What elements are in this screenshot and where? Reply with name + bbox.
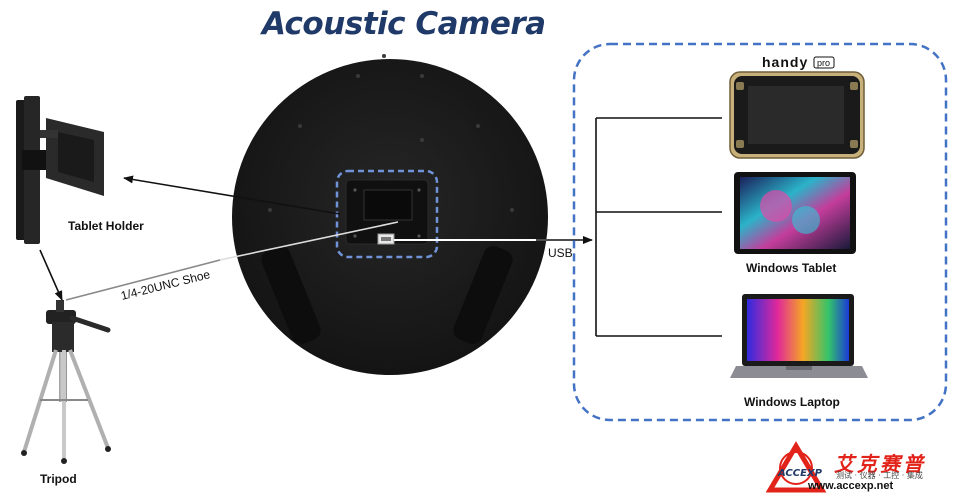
windows-laptop-device: [730, 294, 868, 378]
tripod-image: [21, 300, 111, 464]
arrow-holder-to-tripod: [39, 249, 63, 301]
watermark-cn-subtitle: 测试 · 仪器 · 工控 · 集成: [836, 471, 923, 480]
tablet-holder-image: [16, 96, 104, 244]
watermark-cn-name: 艾克赛普: [834, 452, 926, 476]
tripod-label: Tripod: [40, 472, 77, 486]
shoe-label: 1/4-20UNC Shoe: [119, 267, 211, 303]
usb-label: USB: [548, 246, 573, 260]
shoe-connector-line: [65, 259, 221, 301]
svg-text:ACCEXP: ACCEXP: [777, 468, 823, 479]
accexp-logo-image: ACCEXP: [765, 441, 827, 493]
diagram-title: Acoustic Camera: [262, 6, 546, 42]
handy-pro-badge: pro: [817, 58, 830, 68]
arrow-to-tablet-holder: [123, 175, 341, 215]
windows-laptop-label: Windows Laptop: [744, 395, 840, 409]
acoustic-camera-device: [232, 54, 548, 375]
watermark-url: www.accexp.net: [808, 480, 894, 492]
device-bracket-lines: [595, 117, 722, 337]
windows-tablet-label: Windows Tablet: [746, 261, 836, 275]
handy-pro-device: [729, 71, 865, 159]
windows-tablet-device: [734, 172, 856, 254]
tablet-holder-label: Tablet Holder: [68, 219, 144, 233]
handy-brand-text: handy: [762, 54, 808, 70]
display-devices-group: [572, 42, 948, 422]
